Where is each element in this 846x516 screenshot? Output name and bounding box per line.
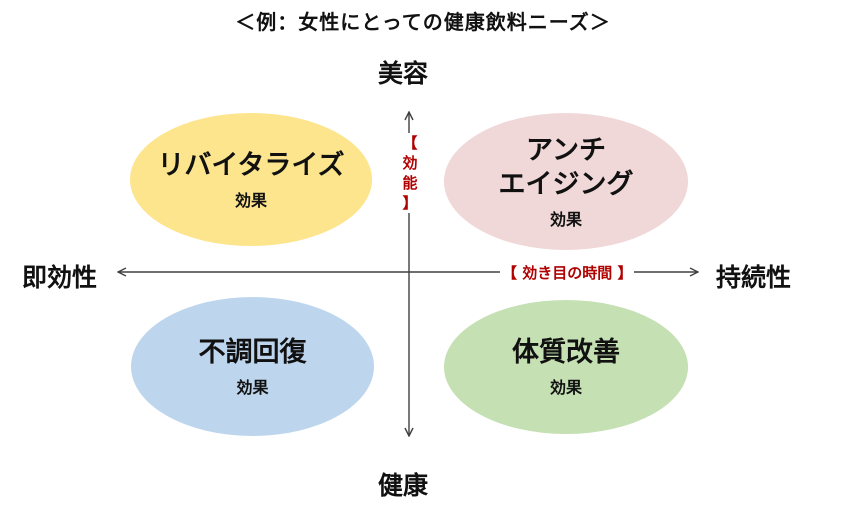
- quadrant-title: 体質改善: [512, 337, 620, 368]
- quadrant-subtitle: 効果: [549, 209, 582, 229]
- axis-label-right: 持続性: [716, 263, 792, 292]
- quadrant-bottom-left: 不調回復 効果: [131, 297, 374, 436]
- vertical-caption-char: 効: [402, 154, 418, 172]
- quadrant-title: アンチ: [526, 134, 606, 166]
- axis-label-top: 美容: [378, 59, 429, 88]
- quadrant-subtitle: 効果: [236, 377, 269, 397]
- quadrant-subtitle: 効果: [234, 190, 267, 210]
- quadrant-title: エイジング: [498, 168, 634, 200]
- vertical-axis-caption: 【 効 能 】: [399, 133, 421, 213]
- quadrant-bottom-right: 体質改善 効果: [444, 300, 688, 434]
- quadrant-top-left: リバイタライズ 効果: [130, 113, 372, 246]
- axis-label-bottom: 健康: [378, 471, 429, 500]
- axis-label-left: 即効性: [22, 263, 98, 292]
- vertical-caption-char: 】: [402, 194, 418, 212]
- quadrant-title: リバイタライズ: [157, 149, 345, 181]
- quadrant-subtitle: 効果: [549, 378, 582, 397]
- vertical-caption-char: 能: [402, 174, 418, 192]
- quadrant-top-right: アンチ エイジング 効果: [444, 113, 688, 250]
- quadrant-title: 不調回復: [198, 336, 307, 368]
- vertical-caption-char: 【: [402, 134, 418, 152]
- horizontal-axis-caption: 【 効き目の時間 】: [500, 262, 635, 283]
- diagram-title: ＜例：女性にとっての健康飲料ニーズ＞: [235, 10, 611, 34]
